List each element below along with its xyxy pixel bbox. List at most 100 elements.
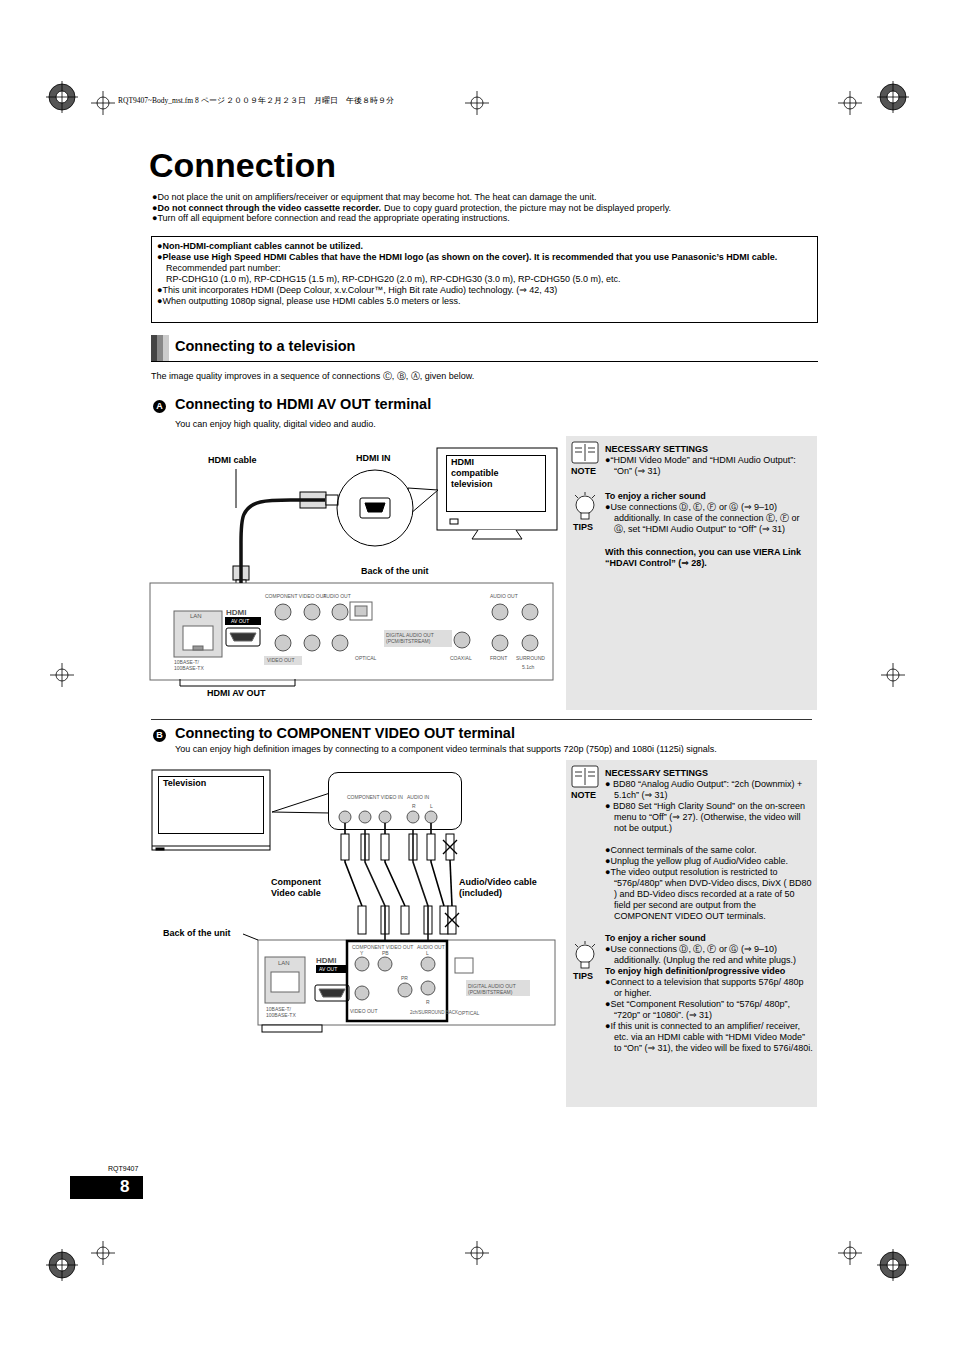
jack [425, 811, 437, 823]
panel-ground [566, 436, 817, 710]
panel-text: To enjoy high definition/progressive vid… [605, 966, 813, 977]
section-band [151, 361, 818, 362]
unit-rear-panel: LAN10BASE-T/ 100BASE-TXHDMIAV OUTCOMPONE… [258, 940, 555, 1025]
jack [339, 811, 351, 823]
panel-text: TIPS [573, 971, 593, 982]
jack [332, 604, 348, 620]
unit-rear-panel: LAN10BASE-T/ 100BASE-TXHDMIAV OUTCOMPONE… [150, 583, 553, 680]
unit-back [243, 934, 258, 940]
unit-back [262, 1025, 322, 1032]
page-text: ●Do not place the unit on amplifiers/rec… [152, 192, 597, 203]
page-text: Back of the unit [361, 566, 429, 577]
note-icon [575, 772, 595, 776]
unit-back [264, 656, 302, 665]
unit-back [225, 617, 261, 625]
callout-bubble [328, 772, 462, 830]
connection-badge: B [153, 729, 166, 742]
note-panel: NOTENECESSARY SETTINGS● BD80 “Analog Aud… [566, 760, 817, 1107]
note-icon [585, 444, 586, 461]
jack [378, 957, 392, 971]
unit-back [384, 630, 452, 647]
note-icon [576, 945, 594, 963]
notice-text: ●Non-HDMI-compliant cables cannot be uti… [157, 241, 812, 252]
rca-plug [443, 840, 459, 927]
panel-text: NOTE [571, 790, 596, 801]
terminal-label: L [426, 950, 429, 956]
page-text: RQT9407 [108, 1165, 138, 1173]
panel-text: ●Set “Component Resolution” to “576p/ 48… [605, 999, 813, 1021]
unit-back [183, 626, 213, 650]
panel-text: NECESSARY SETTINGS [605, 444, 813, 455]
terminal-label: L [430, 803, 433, 809]
terminal-label: OPTICAL [355, 655, 376, 661]
jack [304, 635, 320, 651]
jack [407, 811, 419, 823]
terminal-label: DIGITAL AUDIO OUT (PCM/BITSTREAM) [386, 632, 450, 644]
registration-mark [881, 663, 905, 687]
tv-label: Television [163, 778, 259, 789]
panel-text: To enjoy a richer sound [605, 933, 813, 944]
notice-box: ●Non-HDMI-compliant cables cannot be uti… [151, 236, 818, 323]
terminal-label: COMPONENT VIDEO OUT [352, 944, 413, 950]
page-text: You can enjoy high definition images by … [175, 744, 717, 755]
jack [421, 981, 435, 995]
terminal-label: SURROUND [516, 655, 545, 661]
panel-text: ●“HDMI Video Mode” and “HDMI Audio Outpu… [605, 455, 813, 477]
unit-back [319, 989, 345, 997]
note-icon [572, 442, 598, 463]
jack [355, 957, 369, 971]
note-icon [576, 496, 594, 514]
rca-plug [341, 834, 349, 860]
callout-bubble [360, 498, 390, 518]
section-band [151, 719, 812, 720]
television [156, 848, 164, 850]
terminal-label: HDMI IN [356, 453, 391, 464]
unit-back [180, 679, 295, 686]
rca-plug [341, 834, 459, 934]
unit-back [271, 972, 299, 992]
cable [450, 860, 452, 906]
callout-bubble [272, 793, 330, 813]
hdmi-plug [236, 469, 237, 508]
page-title: Connection [149, 146, 336, 184]
note-icon [581, 513, 589, 519]
panel-text: NOTE [571, 466, 596, 477]
notice-text: ●This unit incorporates HDMI (Deep Colou… [157, 285, 812, 296]
terminal-label: COAXIAL [450, 655, 472, 661]
unit-back [455, 958, 473, 973]
terminal-label: AUDIO OUT [417, 944, 445, 950]
rca-plug [358, 906, 366, 934]
cable-connector [413, 830, 428, 940]
page-text: ●Turn off all equipment before connectio… [152, 213, 510, 224]
television [437, 448, 557, 530]
tv-label: HDMI compatible television [451, 457, 509, 490]
cable-connector [241, 500, 325, 583]
registration-mark [877, 81, 909, 113]
terminal-label: HDMI [226, 608, 246, 618]
panel-text: ●Unplug the yellow plug of Audio/Video c… [605, 856, 813, 867]
jack [522, 604, 538, 620]
jack [359, 811, 371, 823]
bubble-outline [325, 452, 425, 550]
registration-mark [46, 1249, 78, 1281]
panel-text: ●Use connections Ⓓ, Ⓔ, Ⓕ or Ⓖ (⇒ 9–10) a… [605, 502, 813, 535]
terminal-label: DIGITAL AUDIO OUT (PCM/BITSTREAM) [468, 983, 528, 995]
panel-text: ●The video output resolution is restrict… [605, 867, 813, 922]
terminal-label: PR [401, 975, 408, 981]
television [152, 770, 270, 850]
jack [275, 635, 291, 651]
page-text: Back of the unit [163, 928, 231, 939]
note-icon [575, 448, 595, 452]
jack [454, 632, 470, 648]
rca-plug [440, 906, 448, 934]
terminal-label: AUDIO OUT [323, 593, 351, 599]
page-text: 8 [120, 1177, 129, 1197]
panel-text: To enjoy a richer sound [605, 491, 813, 502]
television [472, 530, 522, 539]
terminal-label: OPTICAL [458, 1010, 479, 1016]
panel-text: ●Connect terminals of the same color. [605, 845, 813, 856]
jack [398, 983, 412, 997]
terminal-label: AV OUT [319, 966, 337, 972]
